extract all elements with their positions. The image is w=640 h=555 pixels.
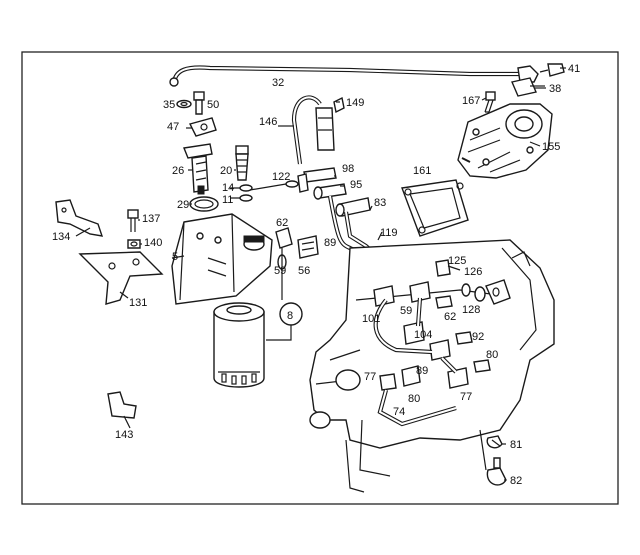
part-56-fitting: [297, 235, 319, 259]
part-98-fitting: [297, 167, 337, 193]
label-32: 32: [272, 77, 284, 89]
label-50: 50: [207, 99, 219, 111]
label-83: 83: [374, 197, 386, 209]
label-62a: 62: [276, 217, 288, 229]
label-131: 131: [129, 297, 147, 309]
label-82: 82: [510, 475, 522, 487]
injection-lines: [373, 297, 458, 427]
label-14: 14: [222, 182, 234, 194]
label-95: 95: [350, 179, 362, 191]
label-101: 101: [362, 313, 380, 325]
label-59b: 59: [400, 305, 412, 317]
label-11: 11: [222, 194, 233, 206]
label-62b: 62: [444, 311, 456, 323]
part-128-washer: [474, 286, 486, 302]
part-11-washer: [239, 194, 253, 202]
filter-cartridge: [213, 302, 265, 388]
part-140-nut: [127, 239, 141, 249]
part-155-filter-head: [457, 103, 553, 179]
label-77b: 77: [460, 391, 472, 403]
label-80a: 80: [486, 349, 498, 361]
label-56: 56: [298, 265, 310, 277]
injection-pump-body: [309, 239, 555, 493]
label-81: 81: [510, 439, 522, 451]
label-119: 119: [380, 227, 398, 239]
banjo-fitting: [485, 279, 511, 305]
label-59a: 59: [274, 265, 286, 277]
label-155: 155: [542, 141, 560, 153]
label-92: 92: [472, 331, 484, 343]
leader-lines: [75, 67, 566, 481]
part-149-valve: [333, 96, 345, 114]
label-35: 35: [163, 99, 175, 111]
part-82-clamp: [486, 457, 507, 486]
label-104: 104: [414, 329, 432, 341]
part-20-plunger: [235, 145, 249, 181]
part-92-clip: [455, 331, 473, 345]
label-128: 128: [462, 304, 480, 316]
label-161: 161: [413, 165, 431, 177]
part-26-hand-pump: [183, 143, 213, 195]
part-125-banjo-bolt: [435, 259, 461, 277]
fuel-line-32: [169, 65, 539, 87]
label-126: 126: [464, 266, 482, 278]
part-8-callout: [266, 248, 303, 341]
label-47: 47: [167, 121, 179, 133]
label-38: 38: [549, 83, 561, 95]
label-137: 137: [142, 213, 160, 225]
part-number-labels: 41 38 32 167 155 35 50 149 146 47 98 161…: [52, 63, 580, 487]
part-126-washer: [461, 283, 471, 297]
label-143: 143: [115, 429, 133, 441]
label-167: 167: [462, 95, 480, 107]
label-134: 134: [52, 231, 70, 243]
part-5-filter-housing: [171, 213, 273, 305]
label-26: 26: [172, 165, 184, 177]
label-77a: 77: [364, 371, 376, 383]
label-41: 41: [568, 63, 580, 75]
part-95-fitting: [313, 183, 347, 200]
label-89b: 89: [416, 365, 428, 377]
part-143-bracket: [107, 391, 137, 419]
label-20: 20: [220, 165, 232, 177]
label-98: 98: [342, 163, 354, 175]
label-74: 74: [393, 406, 405, 418]
part-167-bolt: [484, 91, 496, 113]
part-35-washer: [176, 99, 192, 109]
diagram-frame: [21, 51, 619, 505]
part-146-hose: [291, 95, 335, 165]
part-47-plate: [188, 117, 217, 137]
part-41-clip: [539, 63, 565, 77]
delivery-valves: [373, 281, 469, 391]
part-38-connector: [511, 77, 545, 97]
label-149: 149: [346, 97, 364, 109]
label-122: 122: [272, 171, 290, 183]
part-122-banjo: [249, 180, 299, 191]
part-81-clamp: [486, 435, 503, 449]
part-80-clip: [473, 359, 491, 373]
part-134-bracket: [55, 199, 104, 237]
label-8: 8: [287, 310, 293, 322]
part-29-o-ring: [189, 196, 219, 212]
part-161-gasket: [401, 179, 469, 237]
label-29: 29: [177, 199, 189, 211]
label-146: 146: [259, 116, 277, 128]
part-131-bracket: [78, 251, 164, 305]
label-125: 125: [448, 255, 466, 267]
label-140: 140: [144, 237, 162, 249]
label-89a: 89: [324, 237, 336, 249]
part-62-clip: [275, 227, 293, 249]
label-5: 5: [172, 251, 178, 263]
part-83-fitting: [335, 197, 371, 217]
part-137-bolt: [127, 209, 139, 232]
label-80b: 80: [408, 393, 420, 405]
part-62-clip-right: [435, 295, 453, 309]
part-50-bolt: [193, 91, 205, 115]
